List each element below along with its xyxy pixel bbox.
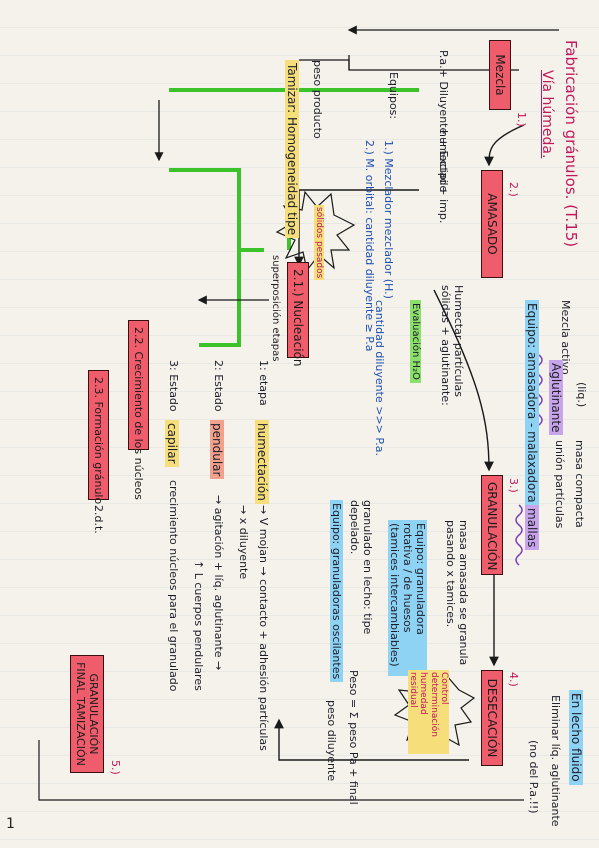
crecimiento-label: 2.2. Crecimiento de los núcleos xyxy=(132,327,145,500)
amasado-equipo: Equipo: amasadora - malaxadora xyxy=(525,300,539,506)
mezcla-number: 1.) xyxy=(515,112,528,127)
amasado-label: AMASADO xyxy=(485,193,499,255)
no-del-pa: (no del P.a.!!) xyxy=(527,740,540,814)
page-title: Fabricación gránulos. (T.15) xyxy=(562,40,580,248)
etapa2-prefix: 2: Estado xyxy=(212,360,225,412)
etapa1-prefix: 1: etapa xyxy=(257,360,270,406)
granulacion-box: GRANULACIÓN xyxy=(481,475,503,575)
mezcla-humectado: humectado xyxy=(437,130,450,193)
crecimiento-box: 2.2. Crecimiento de los núcleos xyxy=(128,320,149,500)
evaluacion-h2o: Evaluación H₂O xyxy=(410,300,421,383)
starburst-shape xyxy=(275,190,356,272)
cantidad-diluyente: cantidad diluyente >>> P.a. xyxy=(373,300,386,457)
mallas-tag: mallas xyxy=(525,505,539,551)
etapa2-detail: → agitación + líq. aglutinante → xyxy=(212,495,225,671)
amasado-number: 2.) xyxy=(507,182,520,197)
granulacion-equipo2: Equipo: granuladoras oscilantes xyxy=(330,500,343,683)
humectar-note: Humectar partículas sólidas + aglutinant… xyxy=(439,285,465,406)
lecho-fluido: En lecho fluido xyxy=(569,690,583,785)
peso-formula: Peso = Σ peso Pa + final xyxy=(347,670,360,805)
tamizar-label: Tamizar: Homogeneidad tipe xyxy=(285,60,299,239)
eliminar-liq: Eliminar líq. aglutinante xyxy=(549,695,562,827)
etapa1-highlight: humectación xyxy=(255,420,269,504)
peso-diluyente: peso diluyente xyxy=(325,700,338,782)
etapa2-highlight: pendular xyxy=(210,420,224,480)
nucleacion-box: 2.1.) Nucleación xyxy=(287,262,309,367)
desecacion-label: DESECACIÓN xyxy=(485,678,499,758)
masa-amasada-note: masa amasada se granula pasando x tamice… xyxy=(444,520,470,666)
granulacion-equipo: Equipo: granuladora rotativa / de huesos… xyxy=(388,520,427,676)
etapa1-detail: → V mojan → contacto + adhesión partícul… xyxy=(257,505,270,751)
final-label: GRANULACIÓN FINAL TAMIZACIÓN xyxy=(74,662,100,766)
union-particulas: unión partículas xyxy=(553,440,566,529)
mezcla-box: Mezcla xyxy=(489,40,511,110)
solidos-pesados: sólidos pesados xyxy=(313,205,324,281)
etapa2-cuerpos: ↑ L cuerpos pendulares xyxy=(192,560,205,691)
nucleacion-label: 2.1.) Nucleación xyxy=(291,269,305,367)
etapa3-highlight: capilar xyxy=(165,420,179,467)
desecacion-number: 4.) xyxy=(507,672,520,687)
equipo-mezclador: 1.) Mezclador mezclador (H.) xyxy=(382,140,395,299)
formacion-label: 2.3. Formación gránulo xyxy=(92,377,105,505)
granulado-lecho: granulado en lecho: tipe depelado. xyxy=(348,500,374,635)
final-box: GRANULACIÓN FINAL TAMIZACIÓN xyxy=(70,655,104,773)
page-subtitle: Vía húmeda. xyxy=(539,70,555,159)
mezcla-label: Mezcla xyxy=(493,54,507,96)
dot-note: 2.d.t. xyxy=(92,505,105,534)
amasado-box: AMASADO xyxy=(481,170,503,278)
granulacion-label: GRANULACIÓN xyxy=(485,482,499,571)
masa-compacta: masa compacta xyxy=(573,440,586,528)
etapa3-detail: crecimiento núcleos para el granulado xyxy=(167,480,180,692)
control-humedad: Control determinación humedad residual xyxy=(407,670,449,754)
peso-producto: peso producto xyxy=(311,60,324,139)
aglutinante-tag: Aglutinante xyxy=(549,360,563,436)
etapa3-prefix: 3: Estado xyxy=(167,360,180,412)
etapa1-diluyente: → x diluyente xyxy=(237,505,250,580)
equipos-label: Equipos: xyxy=(387,72,400,120)
page-number: 1 xyxy=(6,816,15,832)
granulacion-number: 3.) xyxy=(507,478,520,493)
desecacion-box: DESECACIÓN xyxy=(481,670,503,766)
formacion-box: 2.3. Formación gránulo xyxy=(88,370,109,504)
final-number: 5.) xyxy=(109,760,122,775)
superposicion-etapas: superposición etapas xyxy=(270,255,281,362)
liq-note: (liq.) xyxy=(575,382,588,408)
